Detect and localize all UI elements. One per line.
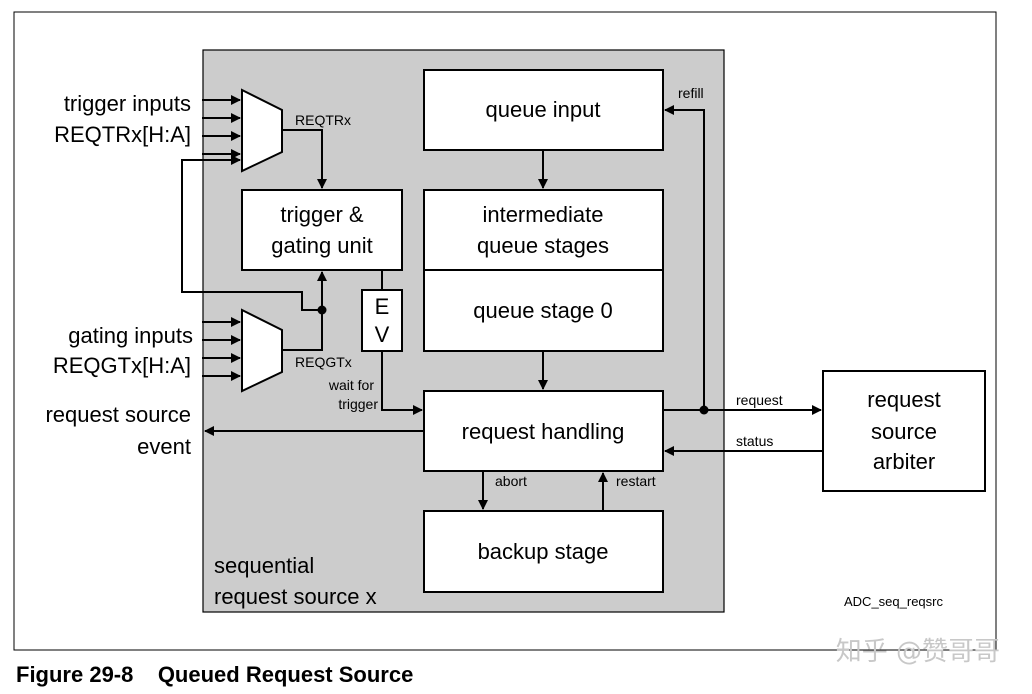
trigger-gating-label-1: trigger & [280,202,363,227]
reqgt-bus-label: REQGTx[H:A] [53,353,191,378]
ev-label-e: E [375,294,390,319]
reqtr-bus-label: REQTRx[H:A] [54,122,191,147]
request-handling-label: request handling [462,419,625,444]
junction-dot [317,305,327,315]
backup-stage-label: backup stage [478,539,609,564]
reqgtx-label: REQGTx [295,354,352,370]
watermark: 知乎 @赞哥哥 [836,637,1000,667]
arbiter-label-2: source [871,419,937,444]
event-label-1: request source [45,402,191,427]
figure-frame [13,11,997,651]
file-id-label: ADC_seq_reqsrc [844,594,943,609]
trigger-gating-label-2: gating unit [271,233,373,258]
arbiter-box [822,370,986,492]
block-label-2: request source x [214,584,377,609]
arbiter-label-3: arbiter [873,449,935,474]
restart-label: restart [616,473,656,489]
junction-dot [699,405,709,415]
figure-caption: Figure 29-8 Queued Request Source [16,662,413,687]
queue-input-label: queue input [486,97,601,122]
arbiter-label-1: request [867,387,940,412]
queue-input-box [423,69,664,151]
queue-stage0-label: queue stage 0 [473,298,612,323]
intermediate-label-1: intermediate [482,202,603,227]
signal-lines [181,105,823,511]
trigger-mux [241,88,283,173]
trigger-inputs-label: trigger inputs [64,91,191,116]
trigger-input-arrows [202,95,241,159]
request-label: request [736,392,783,408]
intermediate-stages-box [423,189,664,271]
ev-label-v: V [375,322,390,347]
block-label-1: sequential [214,553,314,578]
backup-stage-box [423,510,664,593]
intermediate-label-2: queue stages [477,233,609,258]
wait-label-2: trigger [338,396,378,412]
event-label-2: event [137,434,191,459]
ev-box [361,289,403,352]
gating-mux [241,308,283,393]
abort-label: abort [495,473,527,489]
wait-label-1: wait for [328,377,374,393]
gating-input-arrows [202,317,241,381]
status-label: status [736,433,773,449]
refill-label: refill [678,85,704,101]
trigger-gating-box [241,189,403,271]
reqtrx-label: REQTRx [295,112,351,128]
gating-inputs-label: gating inputs [68,323,193,348]
